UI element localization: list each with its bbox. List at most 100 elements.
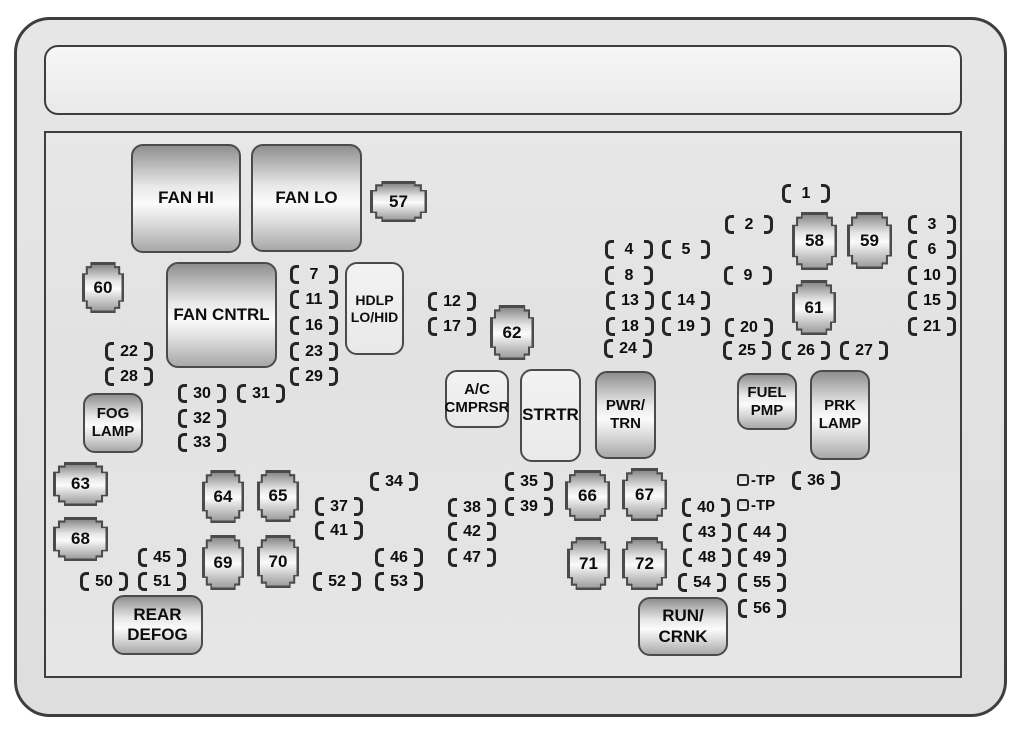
relay-57-label: 57 <box>372 183 425 220</box>
fuse-54: 54 <box>678 573 726 592</box>
relay-65-label: 65 <box>259 472 297 520</box>
relay-strtr: STRTR <box>520 369 581 462</box>
fuse-36: 36 <box>792 471 840 490</box>
relay-68: 68 <box>53 517 108 561</box>
fuse-44: 44 <box>738 523 786 542</box>
test-point-2: -TP <box>737 497 775 514</box>
fuse-45: 45 <box>138 548 186 567</box>
fuse-23: 23 <box>290 342 338 361</box>
relay-fuel-pmp: FUEL PMP <box>737 373 797 430</box>
top-blank-panel <box>44 45 962 115</box>
relay-ac-cmprsr: A/C CMPRSR <box>444 370 510 428</box>
relay-prk-lamp: PRK LAMP <box>810 370 870 460</box>
fuse-43: 43 <box>683 523 731 542</box>
relay-61: 61 <box>792 280 836 335</box>
fuse-14: 14 <box>662 291 710 310</box>
fuse-19: 19 <box>662 317 710 336</box>
fuse-5: 5 <box>662 240 710 259</box>
fuse-10: 10 <box>908 266 956 285</box>
relay-58-label: 58 <box>794 214 835 268</box>
relay-fan-cntrl: FAN CNTRL <box>166 262 277 368</box>
fuse-3: 3 <box>908 215 956 234</box>
fuse-51: 51 <box>138 572 186 591</box>
fuse-33: 33 <box>178 433 226 452</box>
fuse-4: 4 <box>605 240 653 259</box>
fuse-41: 41 <box>315 521 363 540</box>
fuse-8: 8 <box>605 266 653 285</box>
fuse-32: 32 <box>178 409 226 428</box>
fuse-7: 7 <box>290 265 338 284</box>
fuse-26: 26 <box>782 341 830 360</box>
fuse-31: 31 <box>237 384 285 403</box>
relay-64: 64 <box>202 470 244 523</box>
relay-pwr-trn: PWR/ TRN <box>595 371 656 459</box>
fuse-46: 46 <box>375 548 423 567</box>
relay-62-label: 62 <box>492 307 532 358</box>
fuse-37: 37 <box>315 497 363 516</box>
fuse-30: 30 <box>178 384 226 403</box>
fuse-28: 28 <box>105 367 153 386</box>
relay-fan-lo: FAN LO <box>251 144 362 252</box>
fuse-50: 50 <box>80 572 128 591</box>
fuse-12: 12 <box>428 292 476 311</box>
relay-60-label: 60 <box>84 264 122 311</box>
test-point-1-label: -TP <box>751 471 776 489</box>
relay-fan-cntrl-label: FAN CNTRL <box>173 304 270 324</box>
relay-67-label: 67 <box>624 470 665 519</box>
fuse-25: 25 <box>723 341 771 360</box>
fuse-21: 21 <box>908 317 956 336</box>
fuse-48: 48 <box>683 548 731 567</box>
relay-fan-lo-label: FAN LO <box>275 187 338 207</box>
fuse-56: 56 <box>738 599 786 618</box>
fuse-22: 22 <box>105 342 153 361</box>
fuse-15: 15 <box>908 291 956 310</box>
relay-run-crnk: RUN/ CRNK <box>638 597 728 656</box>
relay-hdlp-lo-hid: HDLP LO/HID <box>345 262 404 355</box>
relay-fuel-pmp-label: FUEL PMP <box>747 383 787 419</box>
relay-72: 72 <box>622 537 667 590</box>
fuse-1: 1 <box>782 184 830 203</box>
fuse-53: 53 <box>375 572 423 591</box>
fuse-18: 18 <box>606 317 654 336</box>
fuse-13: 13 <box>606 291 654 310</box>
fuse-38: 38 <box>448 498 496 517</box>
relay-prk-lamp-label: PRK LAMP <box>818 397 862 432</box>
relay-63: 63 <box>53 462 108 506</box>
test-point-1: -TP <box>737 471 776 489</box>
relay-71-label: 71 <box>569 539 608 588</box>
relay-pwr-trn-label: PWR/ TRN <box>605 397 646 432</box>
fuse-49: 49 <box>738 548 786 567</box>
relay-70-label: 70 <box>259 537 297 586</box>
relay-hdlp-lo-hid-label: HDLP LO/HID <box>350 291 399 325</box>
relay-rear-defog: REAR DEFOG <box>112 595 203 655</box>
relay-59: 59 <box>847 212 892 269</box>
fuse-17: 17 <box>428 317 476 336</box>
relay-69-label: 69 <box>204 537 242 588</box>
relay-63-label: 63 <box>55 464 106 504</box>
relay-fog-lamp: FOG LAMP <box>83 393 143 453</box>
relay-66: 66 <box>565 470 610 521</box>
fuse-39: 39 <box>505 497 553 516</box>
relay-fan-hi: FAN HI <box>131 144 241 253</box>
relay-fan-hi-label: FAN HI <box>158 188 214 208</box>
fuse-2: 2 <box>725 215 773 234</box>
relay-71: 71 <box>567 537 610 590</box>
relay-ac-cmprsr-label: A/C CMPRSR <box>444 381 510 416</box>
relay-strtr-label: STRTR <box>522 405 579 425</box>
relay-69: 69 <box>202 535 244 590</box>
fuse-47: 47 <box>448 548 496 567</box>
relay-66-label: 66 <box>567 472 608 519</box>
relay-62: 62 <box>490 305 534 360</box>
relay-64-label: 64 <box>204 472 242 521</box>
relay-67: 67 <box>622 468 667 521</box>
relay-58: 58 <box>792 212 837 270</box>
fuse-35: 35 <box>505 472 553 491</box>
fuse-24: 24 <box>604 339 652 358</box>
fuse-9: 9 <box>724 266 772 285</box>
test-point-square-icon <box>737 499 749 511</box>
fuse-40: 40 <box>682 498 730 517</box>
fuse-27: 27 <box>840 341 888 360</box>
test-point-square-icon <box>737 474 749 486</box>
relay-fog-lamp-label: FOG LAMP <box>91 405 135 440</box>
